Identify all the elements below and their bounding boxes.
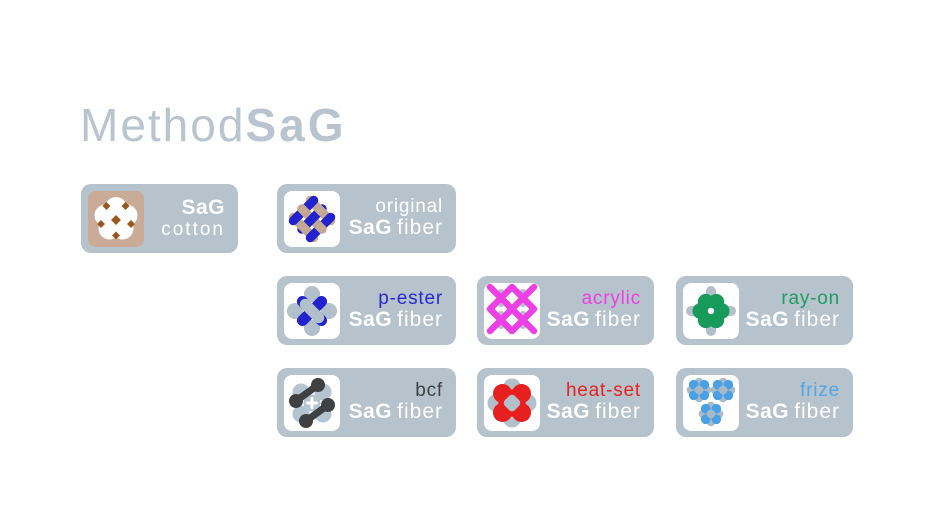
fiber-variant-label: ray-on xyxy=(781,287,840,309)
flower-cross-icon xyxy=(683,282,739,339)
title-method: Method xyxy=(80,99,246,151)
brand-line: SaG xyxy=(144,195,225,220)
badge-text: SaG cotton xyxy=(144,195,238,240)
fiber-variant-label: bcf xyxy=(415,379,443,401)
dot-cluster-icon xyxy=(683,374,739,431)
clover-icon xyxy=(484,374,540,431)
fiber-suffix: fiber xyxy=(595,400,641,424)
brand-wordmark: SaG xyxy=(745,400,790,424)
brand-wordmark: SaG xyxy=(181,195,225,219)
lattice-icon xyxy=(484,282,540,339)
fiber-suffix: fiber xyxy=(397,216,443,240)
page-title: MethodSaG xyxy=(80,98,346,152)
brand-wordmark: SaG xyxy=(348,216,393,240)
fiber-suffix: fiber xyxy=(595,308,641,332)
weave-icon xyxy=(284,190,340,247)
fiber-variant-label: frize xyxy=(800,379,840,401)
badge-sag-cotton[interactable]: SaG cotton xyxy=(81,184,238,253)
brand-wordmark: SaG xyxy=(546,400,591,424)
cotton-flower-icon xyxy=(88,190,144,247)
brand-wordmark: SaG xyxy=(348,400,393,424)
interlock-knot-icon xyxy=(284,282,340,339)
fiber-variant-label: p-ester xyxy=(378,287,443,309)
fiber-variant-label: acrylic xyxy=(581,287,641,309)
brand-wordmark: SaG xyxy=(348,308,393,332)
fiber-variant-label: original xyxy=(375,195,443,217)
fiber-suffix: fiber xyxy=(794,400,840,424)
fiber-suffix: fiber xyxy=(794,308,840,332)
fiber-suffix: fiber xyxy=(397,308,443,332)
cotton-label: cotton xyxy=(161,218,225,240)
fiber-suffix: fiber xyxy=(397,400,443,424)
brand-wordmark: SaG xyxy=(745,308,790,332)
pinwheel-dumbbell-icon xyxy=(284,374,340,431)
title-sag-wordmark: SaG xyxy=(245,99,347,151)
fiber-variant-label: heat-set xyxy=(565,379,641,401)
brand-wordmark: SaG xyxy=(546,308,591,332)
